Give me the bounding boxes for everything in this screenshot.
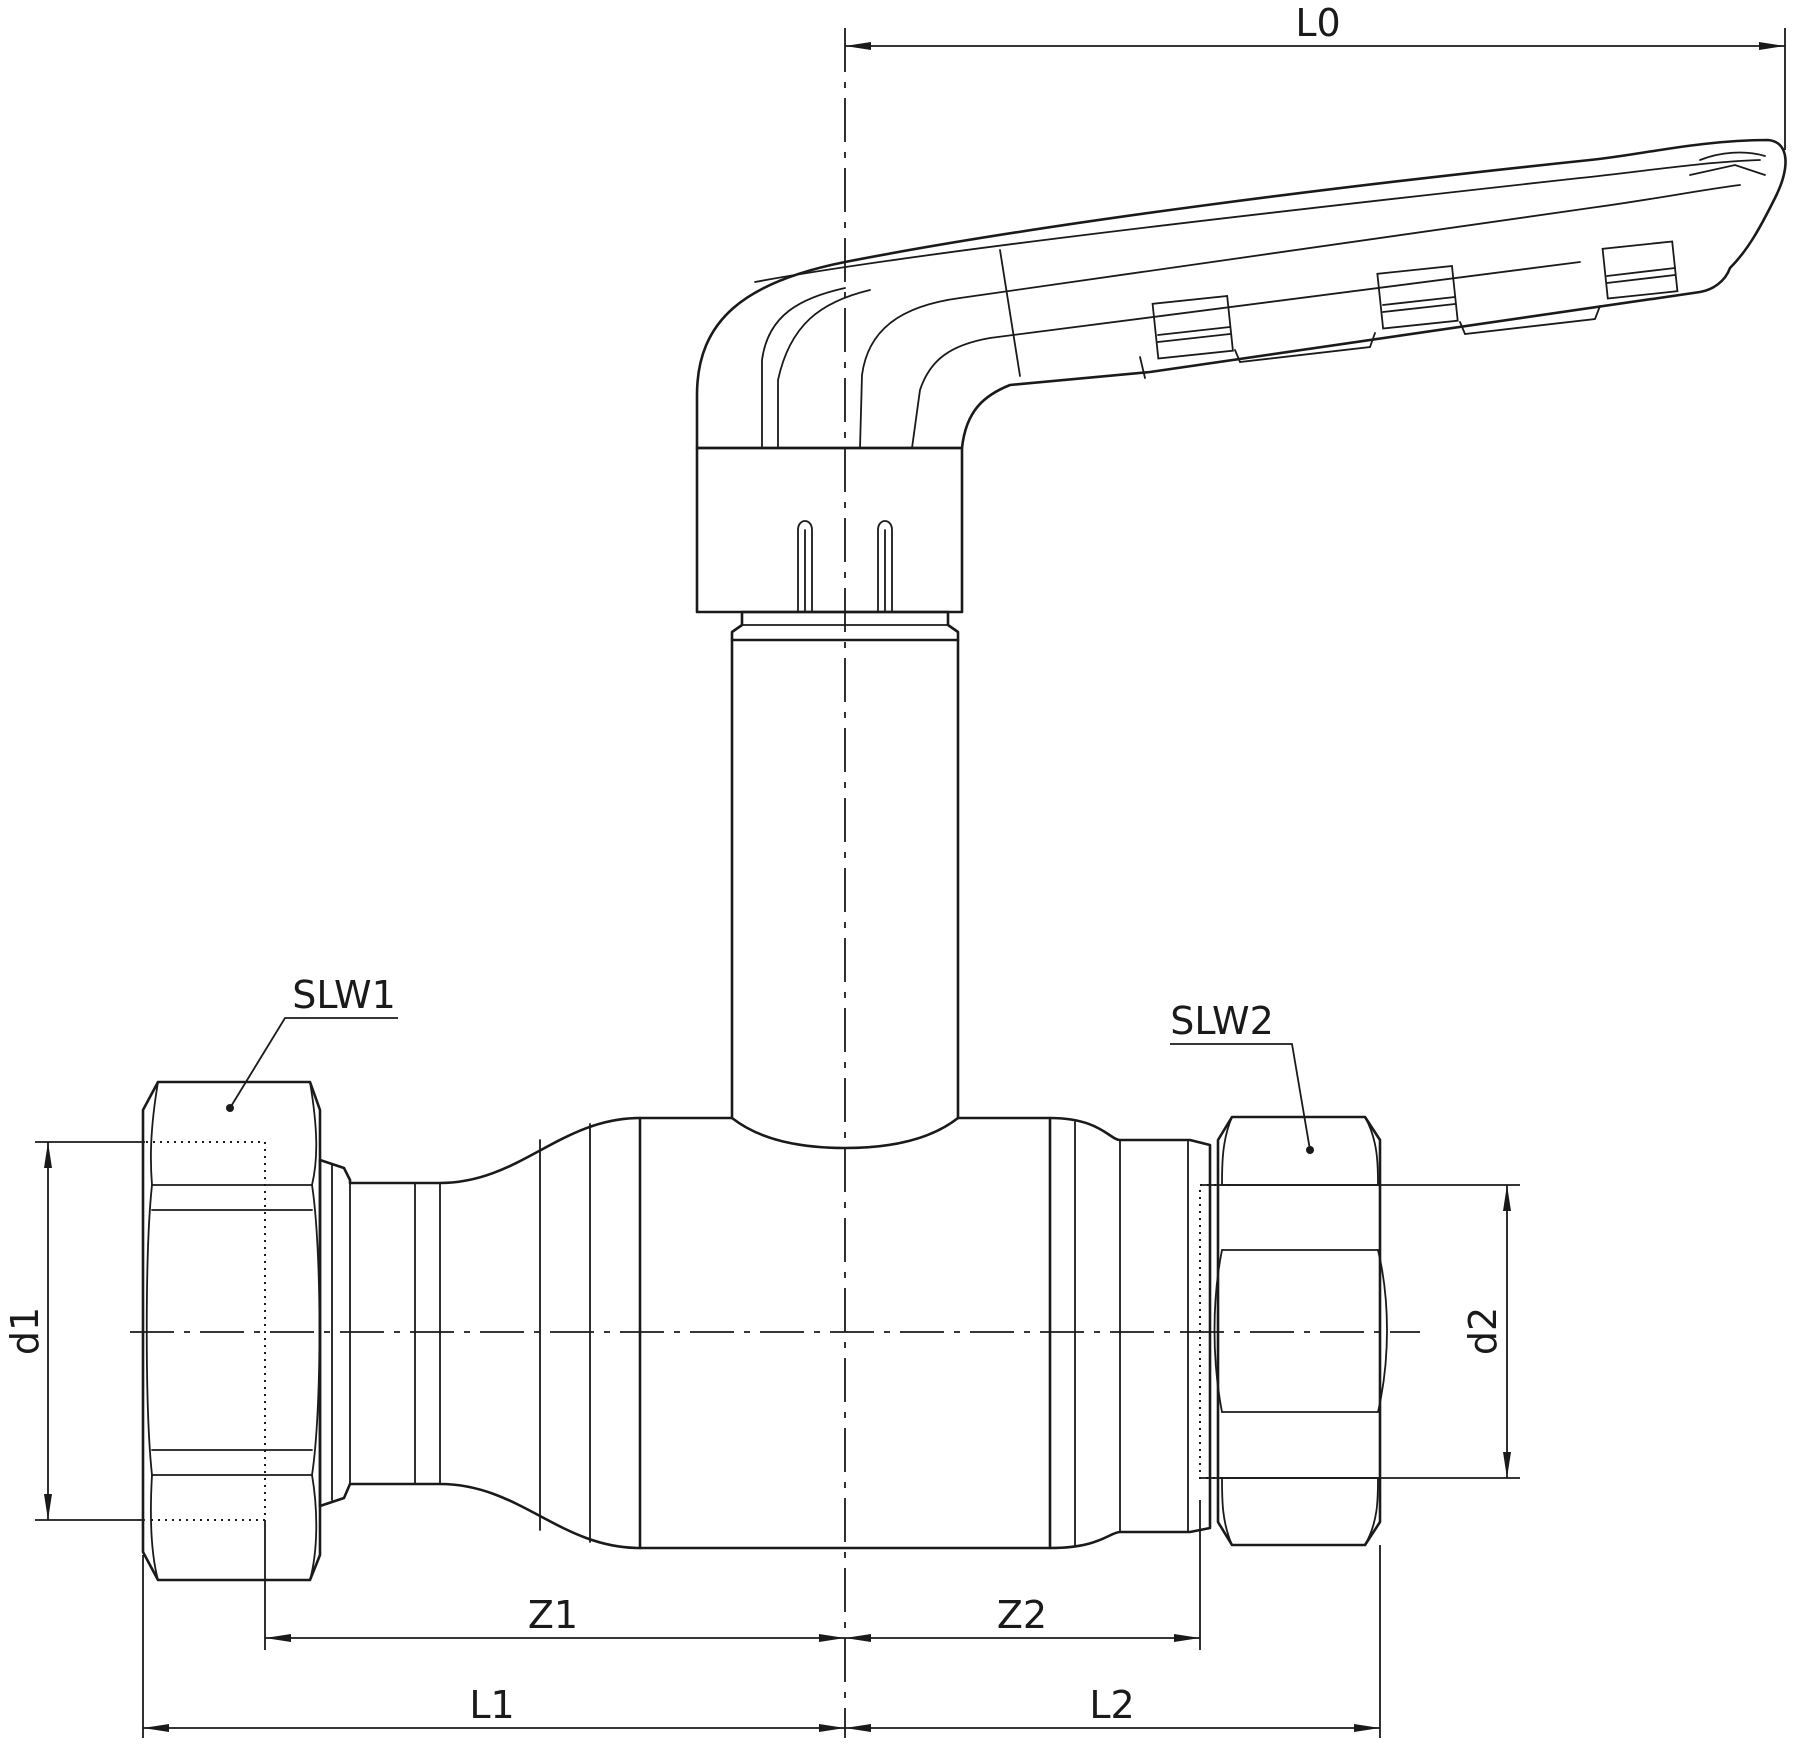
- label-L2: L2: [1089, 1683, 1134, 1727]
- label-SLW2: SLW2: [1170, 999, 1274, 1043]
- center-lines: [130, 28, 1420, 1738]
- dimension-labels: L0 SLW1 SLW2 d1 d2 Z1 Z2 L1 L2: [3, 1, 1505, 1727]
- right-union-nut: [1199, 1115, 1388, 1547]
- label-L0: L0: [1295, 1, 1340, 45]
- label-d2: d2: [1461, 1307, 1505, 1355]
- leader-lines: [229, 1017, 1311, 1151]
- label-Z2: Z2: [997, 1593, 1047, 1637]
- label-Z1: Z1: [528, 1593, 578, 1637]
- left-union-nut: [141, 1080, 322, 1582]
- grip-pads: [1139, 240, 1679, 379]
- valve-stem: [730, 638, 960, 1120]
- label-d1: d1: [3, 1307, 47, 1355]
- label-L1: L1: [469, 1683, 514, 1727]
- label-SLW1: SLW1: [292, 973, 396, 1017]
- dimension-lines: [35, 28, 1786, 1738]
- lever-handle: [695, 138, 1787, 642]
- valve-body: [318, 1116, 1212, 1550]
